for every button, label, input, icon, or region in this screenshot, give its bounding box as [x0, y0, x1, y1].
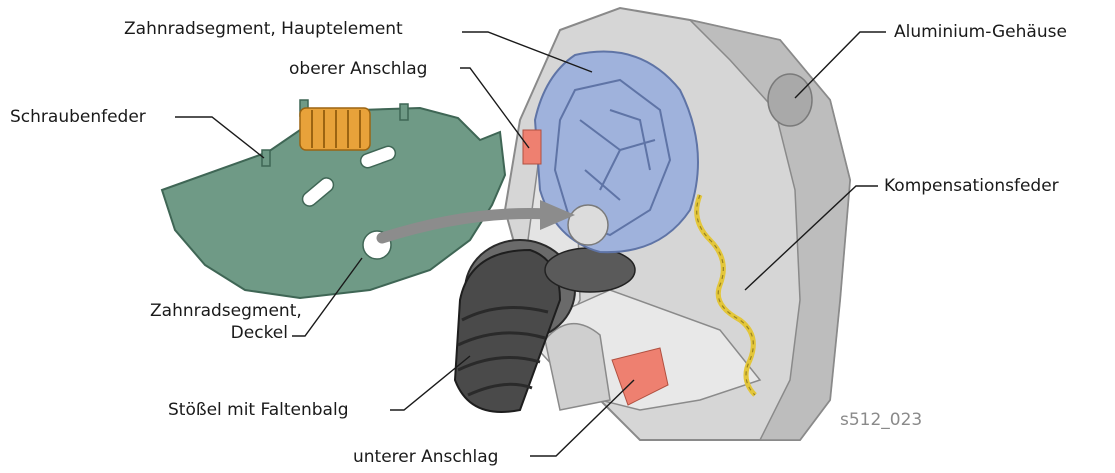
- label-stoessel-mit-faltenbalg: Stößel mit Faltenbalg: [168, 399, 348, 421]
- gear-segment-main-element: [535, 52, 698, 253]
- label-unterer-anschlag: unterer Anschlag: [353, 446, 498, 468]
- label-zahnradsegment-hauptelement: Zahnradsegment, Hauptelement: [124, 18, 403, 40]
- label-kompensationsfeder: Kompensationsfeder: [884, 175, 1059, 197]
- figure-id: s512_023: [840, 410, 922, 430]
- label-oberer-anschlag: oberer Anschlag: [289, 58, 427, 80]
- leader-schraubenfeder: [175, 117, 264, 158]
- label-zahnradsegment-deckel-line1: Zahnradsegment,: [150, 300, 288, 322]
- label-schraubenfeder: Schraubenfeder: [10, 106, 146, 128]
- label-aluminium-gehaeuse: Aluminium-Gehäuse: [894, 21, 1067, 43]
- label-zahnradsegment-deckel-line2: Deckel: [150, 322, 288, 344]
- upper-stop: [523, 130, 541, 164]
- label-zahnradsegment-deckel: Zahnradsegment, Deckel: [150, 300, 288, 344]
- coil-spring: [300, 108, 370, 150]
